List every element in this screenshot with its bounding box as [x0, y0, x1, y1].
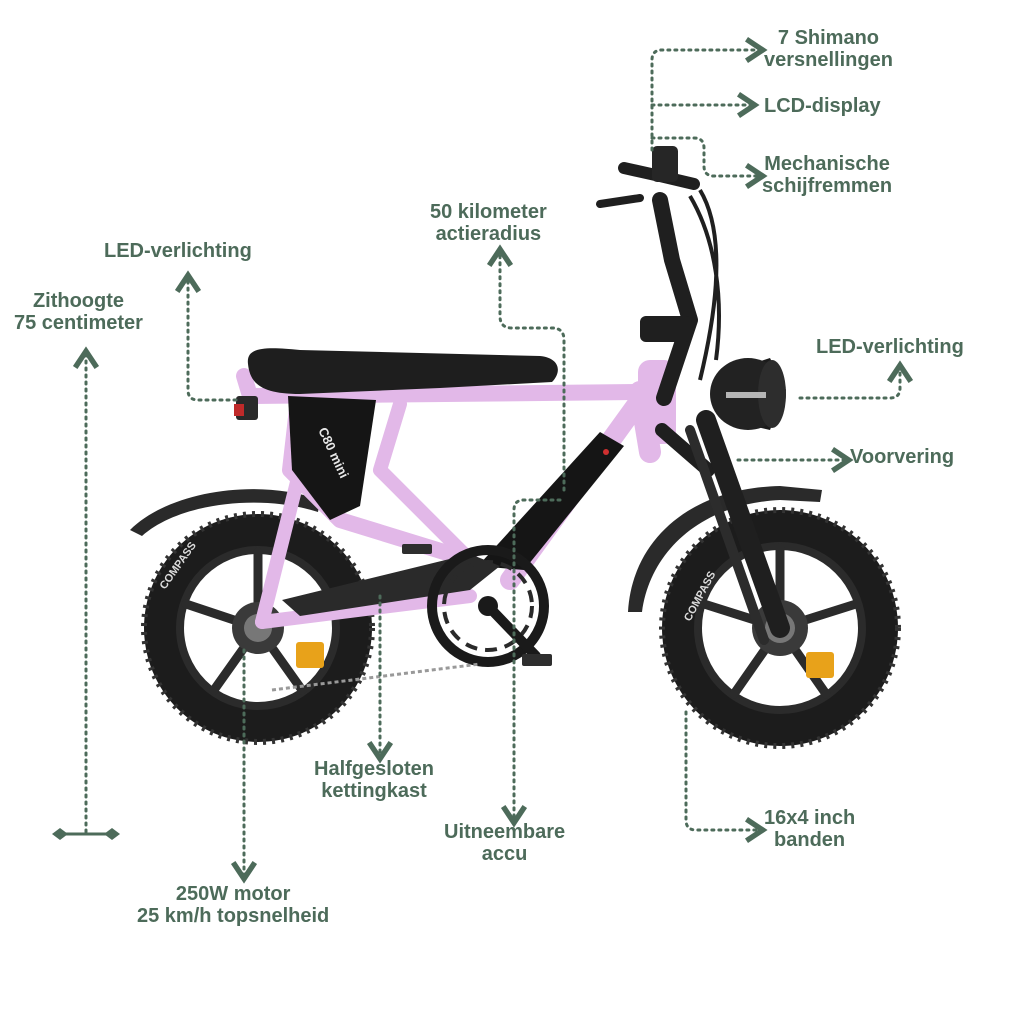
- label-chain-guard-line2: kettingkast: [321, 780, 427, 802]
- label-motor: 250W motor 25 km/h topsnelheid: [137, 883, 329, 927]
- label-battery-line1: Uitneembare: [444, 821, 566, 843]
- label-range-line1: 50 kilometer: [430, 201, 547, 223]
- label-brakes-line2: schijfremmen: [762, 175, 893, 197]
- rear-fender: [130, 489, 320, 536]
- label-display-line1: LCD-display: [764, 95, 881, 117]
- label-chain-guard: Halfgesloten kettingkast: [314, 758, 434, 802]
- brake-lever: [596, 194, 644, 208]
- label-suspension-line1: Voorvering: [850, 446, 955, 468]
- connector-front-light: [798, 360, 914, 400]
- label-gears-line2: versnellingen: [764, 49, 893, 71]
- connector-range: [486, 244, 566, 492]
- label-seat-height: Zithoogte 75 centimeter: [14, 290, 143, 334]
- pedal-rear: [402, 544, 432, 554]
- connector-battery: [500, 498, 562, 828]
- connector-rear-light: [174, 270, 238, 402]
- label-battery: Uitneembare accu: [444, 821, 565, 865]
- label-rear-light-line1: LED-verlichting: [104, 240, 252, 262]
- pedal-front: [522, 654, 552, 666]
- label-seat-height-line2: 75 centimeter: [14, 312, 143, 334]
- label-suspension: Voorvering: [850, 446, 954, 468]
- label-motor-line1: 250W motor: [175, 883, 291, 905]
- label-gears: 7 Shimano versnellingen: [764, 27, 893, 71]
- rear-wheel: COMPASS: [141, 511, 375, 745]
- front-fork: [655, 410, 790, 645]
- label-brakes: Mechanische schijfremmen: [762, 153, 892, 197]
- brake-cables: [688, 188, 721, 381]
- label-brakes-line1: Mechanische: [764, 153, 890, 175]
- e-bike: COMPASS COMPASS: [130, 146, 901, 749]
- label-display: LCD-display: [764, 95, 881, 117]
- label-chain-guard-line1: Halfgesloten: [314, 758, 435, 780]
- front-fender: [628, 486, 822, 612]
- seat-height-base-marker: [52, 828, 120, 840]
- lcd-display-unit: [652, 146, 678, 182]
- label-range: 50 kilometer actieradius: [430, 201, 547, 245]
- label-front-light-line1: LED-verlichting: [816, 336, 964, 358]
- label-range-line2: actieradius: [435, 223, 542, 245]
- callout-connectors: [72, 36, 914, 884]
- label-tires: 16x4 inch banden: [764, 807, 855, 851]
- connector-gears: [650, 36, 768, 152]
- connector-tires: [684, 710, 768, 844]
- label-gears-line1: 7 Shimano: [777, 27, 880, 49]
- rear-gusset: [288, 396, 376, 520]
- headlight: [710, 358, 786, 430]
- label-motor-line2: 25 km/h topsnelheid: [137, 905, 330, 927]
- label-tires-line2: banden: [774, 829, 846, 851]
- label-seat-height-line1: Zithoogte: [32, 290, 125, 312]
- label-battery-line2: accu: [481, 843, 528, 865]
- label-tires-line1: 16x4 inch: [764, 807, 856, 829]
- chainring: [427, 545, 549, 667]
- label-front-light: LED-verlichting: [816, 336, 964, 358]
- label-rear-light: LED-verlichting: [104, 240, 252, 262]
- seat: [247, 348, 558, 394]
- stem: [652, 192, 698, 406]
